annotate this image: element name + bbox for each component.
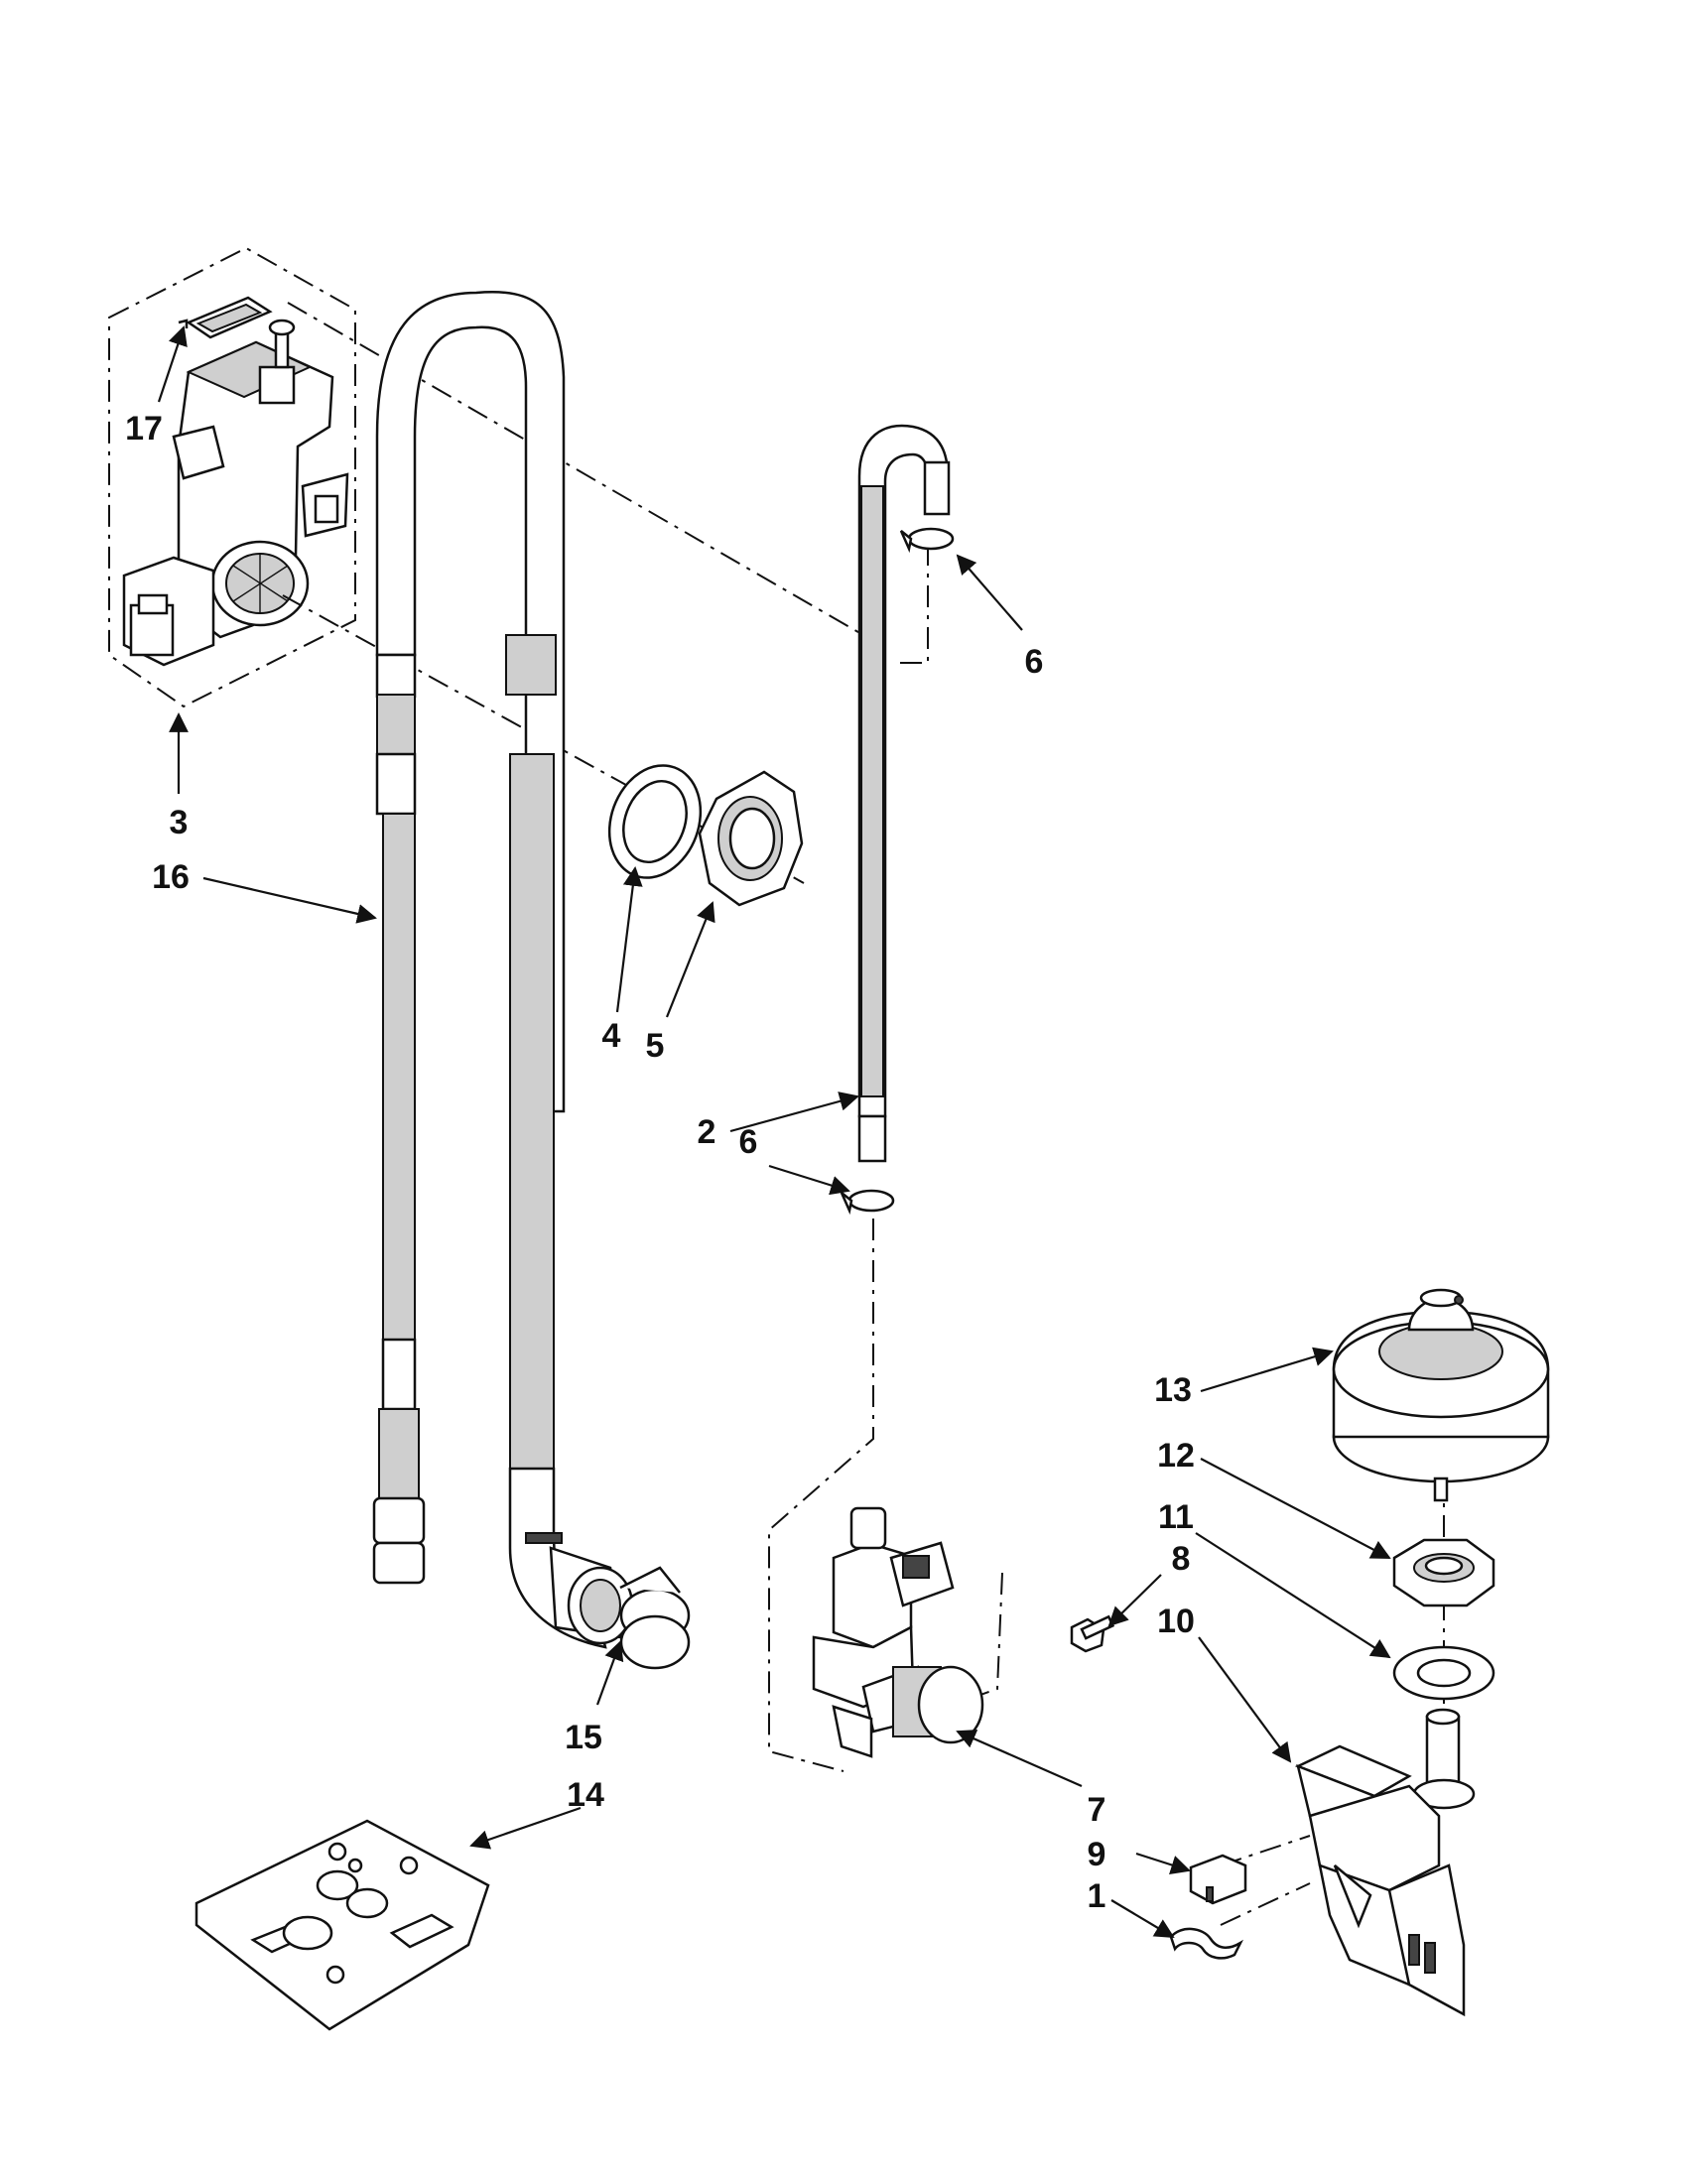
part-14-hardware-bag: [195, 1819, 490, 2031]
leader-9: [1135, 1852, 1191, 1874]
alignment-line-top: [287, 302, 864, 636]
leader-1: [1110, 1899, 1175, 1939]
leader-14: [469, 1806, 582, 1850]
alignment-line-valve: [768, 1219, 874, 1772]
part-3-air-gap: [122, 319, 349, 667]
assembly-3-boundary: [108, 246, 356, 708]
callout-labels: 17 3 16 4 5 6 2 6 7 8 9 1 10 11 12 13 14…: [125, 410, 1195, 1915]
leader-12: [1200, 1458, 1391, 1559]
callout-8: 8: [1172, 1540, 1191, 1578]
callout-6-bottom: 6: [739, 1123, 758, 1161]
callout-10: 10: [1157, 1603, 1195, 1640]
part-9-micro-switch: [1189, 1854, 1247, 1905]
part-6-clamp-top: [899, 527, 955, 554]
leader-13: [1200, 1347, 1334, 1393]
callout-6-top: 6: [1025, 643, 1044, 681]
callout-15: 15: [565, 1719, 602, 1756]
callout-4: 4: [602, 1017, 621, 1055]
part-6-clamp-bottom: [840, 1189, 895, 1216]
part-4-gasket: [607, 764, 703, 879]
callout-16: 16: [152, 858, 190, 896]
leader-6-top: [956, 554, 1023, 631]
callout-14: 14: [567, 1776, 604, 1814]
leader-10: [1198, 1636, 1292, 1763]
part-1-clip: [1169, 1927, 1244, 1960]
part-17-cap: [178, 296, 273, 339]
leader-2: [729, 1092, 859, 1133]
callout-1: 1: [1088, 1877, 1106, 1915]
alignment-line-clip: [1220, 1882, 1311, 1926]
callout-5: 5: [646, 1027, 665, 1065]
alignment-line-clamp-top: [893, 544, 929, 664]
part-7-inlet-valve: [812, 1506, 984, 1758]
part-5-nut: [698, 770, 804, 907]
leader-8: [1107, 1574, 1162, 1627]
leader-16: [202, 876, 377, 924]
part-12-nut: [1392, 1538, 1495, 1607]
leader-5: [665, 901, 715, 1018]
leader-7: [956, 1730, 1083, 1788]
part-2-fill-hose: [857, 424, 951, 1163]
part-13-float: [1332, 1288, 1550, 1502]
leader-4: [615, 866, 643, 1013]
part-8-screw: [1070, 1614, 1115, 1653]
alignment-line-bracket: [952, 1572, 1003, 1706]
part-15-hose-clamp: [619, 1566, 691, 1670]
part-16-drain-hose: [372, 291, 634, 1649]
part-11-washer: [1392, 1645, 1495, 1701]
leader-6-bottom: [768, 1164, 850, 1196]
leader-15: [595, 1640, 624, 1706]
callout-7: 7: [1088, 1791, 1106, 1829]
part-10-switch-bracket: [1294, 1708, 1476, 2017]
leader-lines: [157, 325, 1391, 1939]
callout-12: 12: [1157, 1437, 1195, 1475]
callout-9: 9: [1088, 1836, 1106, 1873]
callout-17: 17: [125, 410, 163, 448]
callout-2: 2: [698, 1113, 716, 1151]
callout-13: 13: [1154, 1371, 1192, 1409]
callout-3: 3: [170, 804, 189, 841]
callout-11: 11: [1158, 1498, 1194, 1536]
leader-17: [157, 325, 188, 403]
leader-11: [1195, 1532, 1391, 1659]
